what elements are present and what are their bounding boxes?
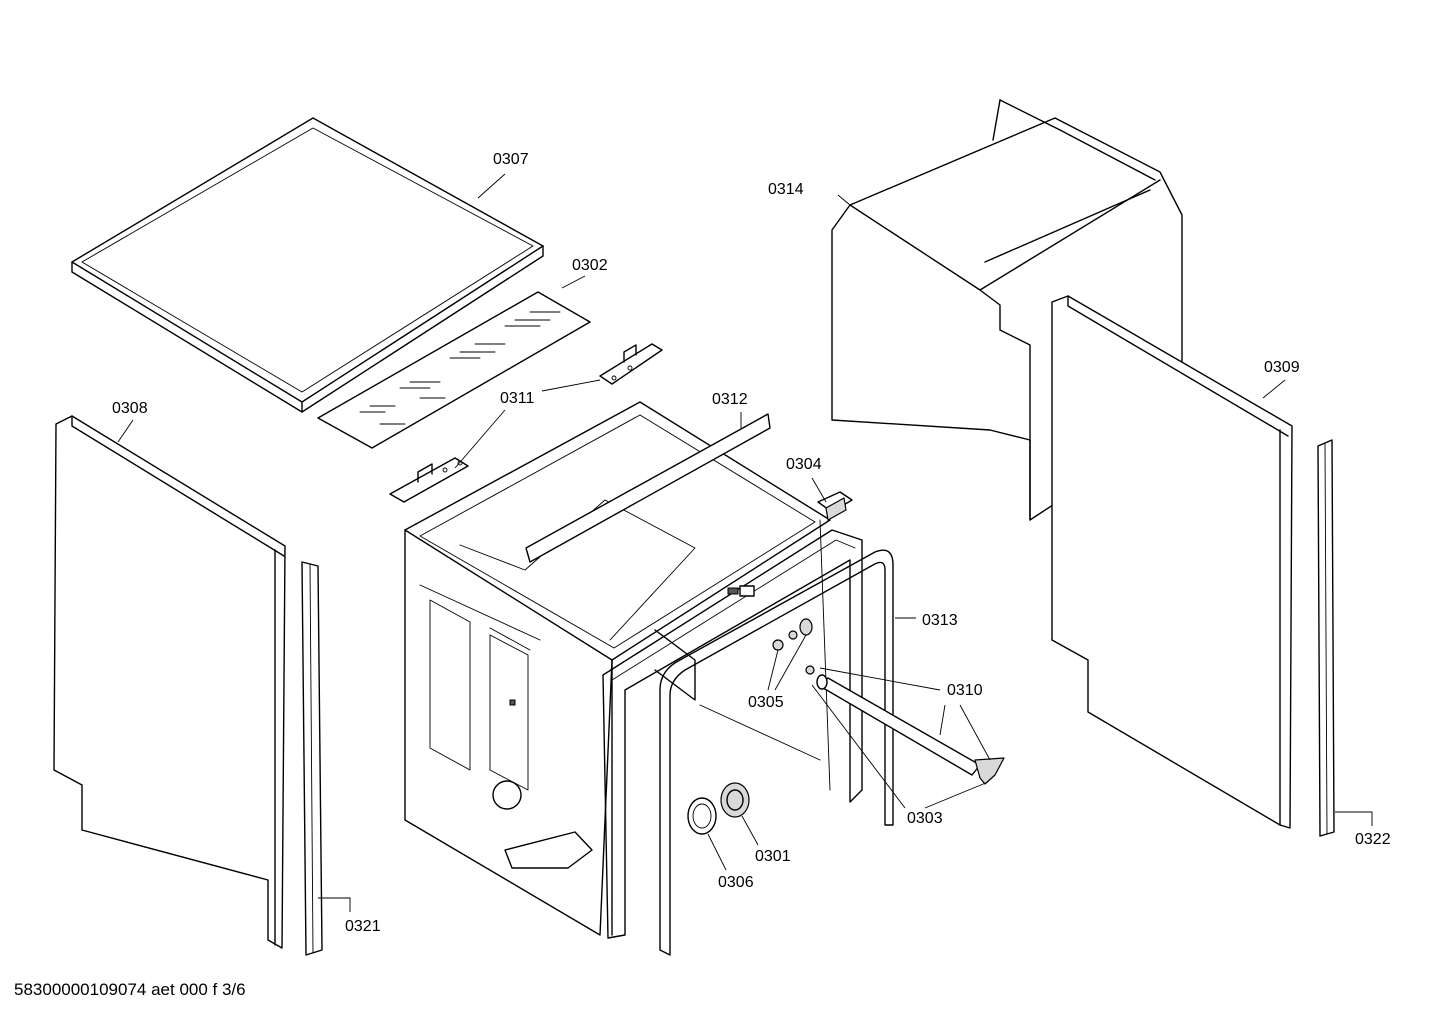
label-0304: 0304 xyxy=(786,456,822,473)
leader-lines xyxy=(117,173,1373,912)
part-0306-ring xyxy=(687,797,717,835)
label-0302: 0302 xyxy=(572,257,608,274)
part-0322-trim-strip-right xyxy=(1317,439,1335,837)
label-0310: 0310 xyxy=(947,682,983,699)
drawing-reference-footer: 58300000109074 aet 000 f 3/6 xyxy=(14,980,246,999)
label-0313: 0313 xyxy=(922,612,958,629)
label-0305: 0305 xyxy=(748,694,784,711)
part-0307-top-cover xyxy=(71,117,544,413)
part-0303-fastener xyxy=(805,665,815,675)
label-0322: 0322 xyxy=(1355,831,1391,848)
part-0313-door-seal xyxy=(659,549,894,956)
label-0303: 0303 xyxy=(907,810,943,827)
label-0308: 0308 xyxy=(112,400,148,417)
part-0308-side-panel-left xyxy=(53,415,286,949)
label-0307: 0307 xyxy=(493,151,529,168)
part-0309-side-panel-right xyxy=(1051,295,1293,829)
part-0311-mounting-brackets xyxy=(389,343,663,503)
label-0321: 0321 xyxy=(345,918,381,935)
part-0310-door-rail xyxy=(816,674,1005,785)
part-0304-clip xyxy=(817,491,853,521)
part-0321-trim-strip-left xyxy=(301,561,323,956)
tub-body xyxy=(404,401,831,936)
label-0311: 0311 xyxy=(500,390,535,407)
label-0314: 0314 xyxy=(768,181,804,198)
label-0306: 0306 xyxy=(718,874,754,891)
label-0312: 0312 xyxy=(712,391,748,408)
label-0309: 0309 xyxy=(1264,359,1300,376)
part-labels: 0307 0302 0314 0308 0311 0312 0304 0309 … xyxy=(112,151,1391,935)
part-0302-insulation-mat xyxy=(317,291,591,449)
part-0301-gasket xyxy=(720,782,750,818)
tub-bottom-bracket xyxy=(504,831,593,869)
front-frame xyxy=(602,529,863,939)
part-0305-valves xyxy=(772,618,813,651)
part-0312-rail xyxy=(525,413,771,563)
label-0301: 0301 xyxy=(755,848,791,865)
